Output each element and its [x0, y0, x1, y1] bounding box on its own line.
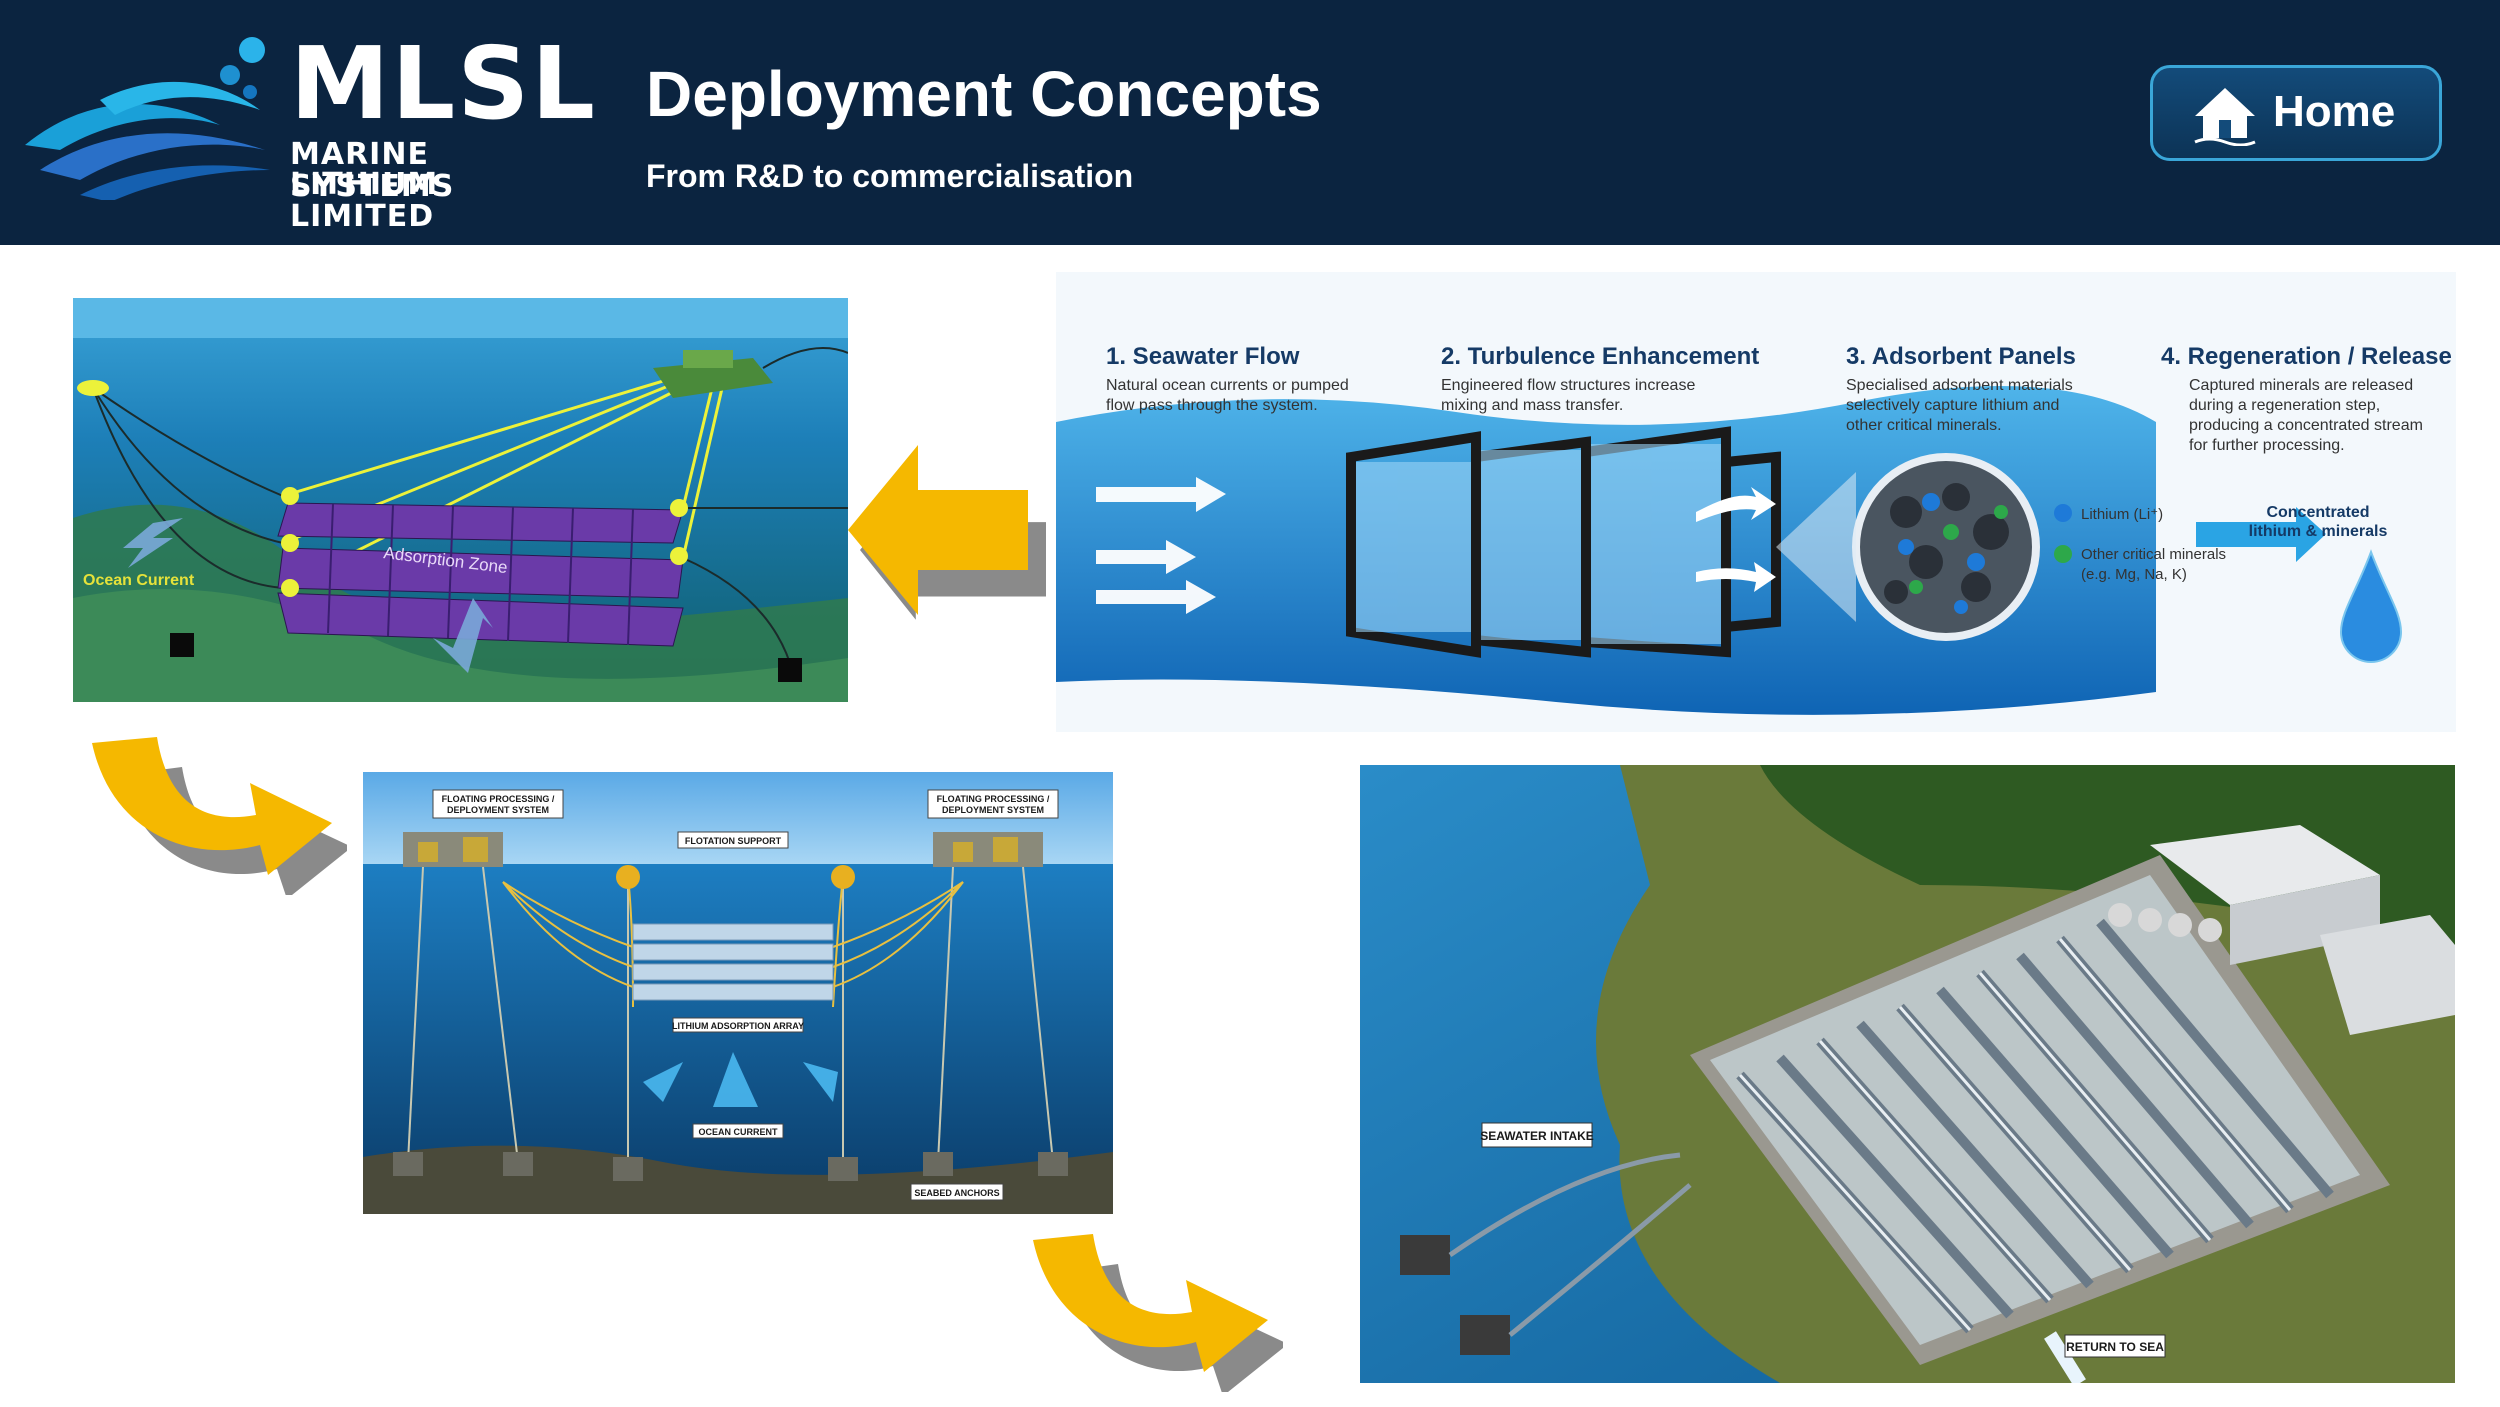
home-icon	[2194, 88, 2256, 146]
step-2-desc-1: Engineered flow structures increase	[1441, 377, 1695, 394]
logo-line-2: SYSTEMS LIMITED	[290, 169, 455, 234]
floating-deployment-illustration: FLOATING PROCESSING / DEPLOYMENT SYSTEM …	[363, 772, 1113, 1214]
return-to-sea-label: RETURN TO SEA	[2066, 1340, 2164, 1354]
mlsl-logo: MLSL MARINE LITHIUM SYSTEMS LIMITED	[20, 30, 595, 232]
step-1-title: 1. Seawater Flow	[1106, 343, 1300, 370]
curved-arrow-icon	[92, 735, 347, 895]
logo-wordmark: MLSL	[290, 25, 597, 142]
ocean-current-label: Ocean Current	[83, 572, 195, 589]
legend-other-2: (e.g. Mg, Na, K)	[2081, 566, 2187, 583]
step-3-desc-1: Specialised adsorbent materials	[1846, 377, 2073, 394]
step-1-desc-2: flow pass through the system.	[1106, 397, 1318, 414]
step-4-desc-4: for further processing.	[2189, 437, 2345, 454]
adsorption-array-label: LITHIUM ADSORPTION ARRAY	[672, 1021, 804, 1031]
step-2-title: 2. Turbulence Enhancement	[1441, 343, 1759, 370]
coastal-facility-illustration: SEAWATER INTAKE RETURN TO SEA	[1360, 765, 2455, 1383]
step-4-desc-2: during a regeneration step,	[2189, 397, 2380, 414]
process-infographic: 1. Seawater Flow Natural ocean currents …	[1056, 272, 2456, 732]
legend-lithium: Lithium (Li⁺)	[2081, 506, 2163, 523]
arrow-left-icon	[848, 445, 1048, 620]
float-left-label-1: FLOATING PROCESSING /	[442, 794, 555, 804]
step-3-title: 3. Adsorbent Panels	[1846, 343, 2076, 370]
logo-line-1: MARINE LITHIUM	[290, 137, 439, 202]
output-label-1: Concentrated	[2266, 504, 2369, 521]
step-3-desc-3: other critical minerals.	[1846, 417, 2002, 434]
ocean-current-label-2: OCEAN CURRENT	[698, 1127, 778, 1137]
legend-other-1: Other critical minerals	[2081, 546, 2226, 563]
step-2-desc-2: mixing and mass transfer.	[1441, 397, 1623, 414]
flotation-support-label: FLOTATION SUPPORT	[685, 836, 782, 846]
seawater-intake-label: SEAWATER INTAKE	[1480, 1129, 1594, 1143]
step-4-desc-3: producing a concentrated stream	[2189, 417, 2423, 434]
home-button-label: Home	[2273, 87, 2396, 136]
step-4-title: 4. Regeneration / Release	[2161, 343, 2452, 370]
adsorption-zone-illustration: Ocean Current Adsorption Zone	[73, 298, 848, 702]
step-4-desc-1: Captured minerals are released	[2189, 377, 2413, 394]
float-right-label-1: FLOATING PROCESSING /	[937, 794, 1050, 804]
seabed-anchors-label: SEABED ANCHORS	[914, 1188, 999, 1198]
wave-logo-icon	[25, 37, 270, 202]
float-right-label-2: DEPLOYMENT SYSTEM	[942, 805, 1044, 815]
page-title: Deployment Concepts	[646, 58, 1322, 130]
step-1-desc-1: Natural ocean currents or pumped	[1106, 377, 1349, 394]
page-subtitle: From R&D to commercialisation	[646, 158, 1134, 194]
home-button[interactable]: Home	[2150, 65, 2442, 161]
curved-arrow-icon-2	[1033, 1232, 1283, 1392]
header-bar: MLSL MARINE LITHIUM SYSTEMS LIMITED Depl…	[0, 0, 2500, 245]
float-left-label-2: DEPLOYMENT SYSTEM	[447, 805, 549, 815]
output-label-2: lithium & minerals	[2249, 523, 2388, 540]
step-3-desc-2: selectively capture lithium and	[1846, 397, 2059, 414]
